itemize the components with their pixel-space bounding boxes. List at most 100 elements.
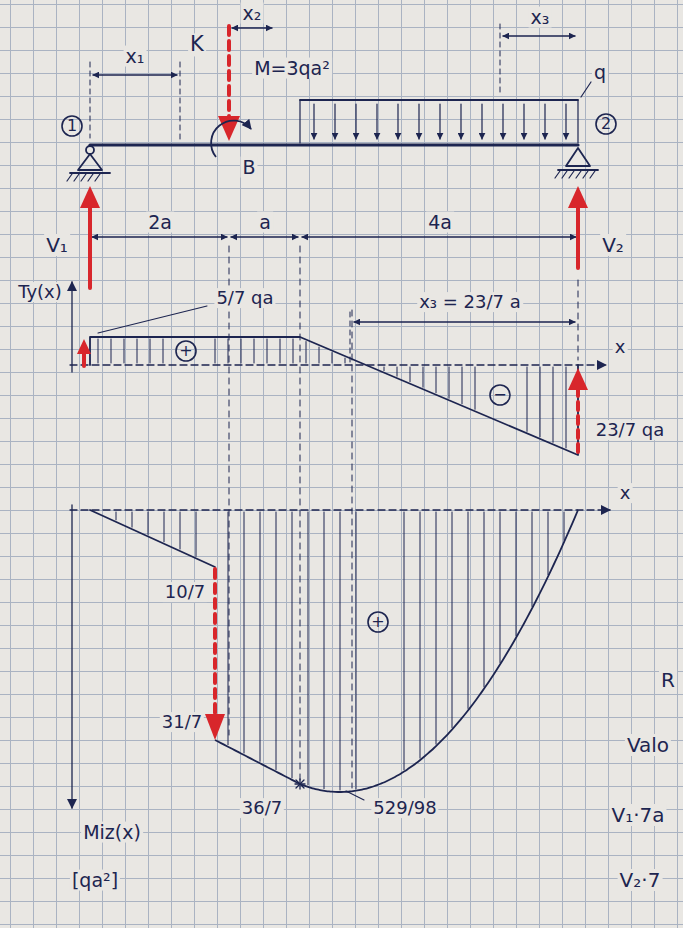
hatch-line bbox=[241, 339, 242, 363]
dimension-arrow bbox=[92, 236, 227, 237]
hatch-line bbox=[449, 367, 450, 398]
ground-hatch bbox=[81, 174, 86, 181]
circle-shape bbox=[176, 341, 196, 361]
load-edge bbox=[299, 100, 300, 143]
note-text: V₁·7a bbox=[609, 804, 666, 826]
hatch-line bbox=[553, 367, 554, 442]
dimension-arrow bbox=[354, 321, 575, 322]
hatch-line bbox=[475, 367, 476, 409]
axis-label: x bbox=[618, 483, 633, 503]
hatch-line bbox=[484, 512, 485, 687]
ground-hatch bbox=[67, 174, 72, 181]
hatch-line bbox=[340, 512, 341, 790]
hatch-line bbox=[527, 367, 528, 431]
dimension-label: 4a bbox=[426, 212, 454, 233]
projection-line bbox=[578, 280, 579, 360]
load-arrow bbox=[439, 104, 440, 139]
leader-line bbox=[346, 791, 364, 800]
pin bbox=[86, 146, 94, 154]
hatch-line bbox=[564, 512, 565, 540]
jump-head bbox=[205, 714, 225, 740]
hatch-line bbox=[132, 512, 133, 527]
ground-hatch bbox=[590, 171, 595, 178]
load-arrow bbox=[355, 104, 356, 139]
unit-label: [qa²] bbox=[70, 870, 120, 891]
node-text: + bbox=[179, 343, 192, 359]
value-label: 31/7 bbox=[160, 712, 204, 732]
extension-line bbox=[500, 24, 501, 96]
hatch-line bbox=[532, 512, 533, 606]
hatch-line bbox=[436, 367, 437, 393]
hatch-line bbox=[540, 367, 541, 437]
hatch-line bbox=[324, 512, 325, 789]
ground-line bbox=[70, 172, 110, 174]
roller-support bbox=[566, 148, 590, 166]
note-text: Valo bbox=[625, 734, 671, 756]
hatch-line bbox=[215, 339, 216, 363]
star-mark bbox=[296, 780, 304, 788]
extension-line bbox=[350, 312, 351, 362]
hatch-line bbox=[280, 339, 281, 363]
force-k-head bbox=[218, 116, 240, 141]
ground-hatch bbox=[555, 171, 560, 178]
beam bbox=[90, 143, 578, 146]
hatch-line bbox=[150, 339, 151, 363]
load-arrow bbox=[565, 104, 566, 139]
jump-head bbox=[568, 368, 588, 390]
load-arrow bbox=[502, 104, 503, 139]
hatch-line bbox=[384, 367, 385, 371]
moment-label: M=3qa² bbox=[252, 58, 332, 79]
load-arrow bbox=[544, 104, 545, 139]
hatch-line bbox=[397, 367, 398, 376]
moment-outline bbox=[215, 510, 578, 792]
value-label: 23/7 qa bbox=[594, 420, 667, 440]
support-number: 1 bbox=[61, 115, 83, 137]
hatch-line bbox=[276, 512, 277, 770]
projection-line bbox=[300, 246, 301, 780]
load-label: q bbox=[592, 62, 608, 83]
circle-shape bbox=[490, 385, 510, 405]
node-text: + bbox=[371, 614, 384, 630]
load-arrow bbox=[313, 104, 314, 139]
force-k bbox=[227, 26, 231, 118]
shear-outline bbox=[90, 337, 578, 455]
axis-label: x bbox=[613, 337, 628, 357]
dimension-label: x₃ = 23/7 a bbox=[417, 292, 523, 312]
hatch-line bbox=[516, 512, 517, 636]
point-label: B bbox=[240, 157, 257, 178]
load-arrow bbox=[481, 104, 482, 139]
axis-label: Miz(x) bbox=[81, 822, 143, 843]
hatch-line bbox=[404, 512, 405, 770]
hatch-line bbox=[228, 512, 229, 745]
dimension-label: x₁ bbox=[124, 46, 147, 67]
hatch-line bbox=[548, 512, 549, 575]
circle-shape bbox=[368, 612, 388, 632]
hatch-line bbox=[420, 512, 421, 758]
moment-red-jump bbox=[213, 569, 217, 716]
hatch-line bbox=[163, 339, 164, 363]
support-number: 2 bbox=[595, 113, 617, 135]
hatch-line bbox=[148, 512, 149, 534]
sign-circle: + bbox=[367, 611, 389, 633]
dimension-label: a bbox=[257, 212, 273, 233]
moment-outline bbox=[90, 510, 215, 567]
reaction-v1 bbox=[88, 206, 92, 288]
hatch-line bbox=[436, 512, 437, 744]
star-mark bbox=[296, 780, 304, 788]
x-axis bbox=[70, 509, 610, 510]
hatch-line bbox=[332, 353, 333, 363]
circle-shape bbox=[596, 114, 616, 134]
ground-hatch bbox=[569, 171, 574, 178]
ground-hatch bbox=[562, 171, 567, 178]
axis-label: Ty(x) bbox=[16, 282, 64, 302]
value-label: 10/7 bbox=[163, 582, 207, 602]
load-arrow bbox=[376, 104, 377, 139]
ground-hatch bbox=[576, 171, 581, 178]
ground-hatch bbox=[74, 174, 79, 181]
hatch-line bbox=[111, 339, 112, 363]
value-label: 529/98 bbox=[371, 798, 438, 818]
hatch-line bbox=[228, 339, 229, 363]
hatch-line bbox=[468, 512, 469, 708]
x-axis bbox=[70, 364, 606, 365]
